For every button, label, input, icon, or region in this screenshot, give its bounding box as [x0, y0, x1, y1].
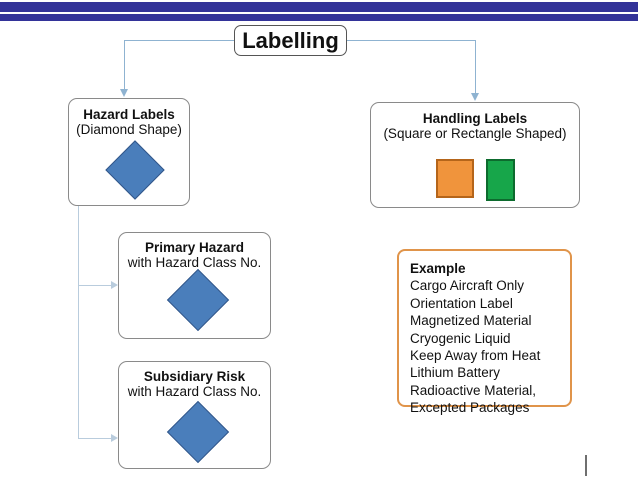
header-accent-bar-bottom	[0, 14, 638, 21]
arrowhead-to-handling-labels	[471, 93, 479, 101]
diagram-title-text: Labelling	[242, 27, 339, 53]
handling-label-swatches	[371, 159, 579, 201]
example-item: Radioactive Material,	[410, 382, 537, 398]
blue-diamond-icon	[166, 268, 230, 332]
arrowhead-to-primary-hazard	[111, 281, 118, 289]
blue-diamond-icon	[105, 140, 165, 200]
node-primary-hazard[interactable]: Primary Hazard with Hazard Class No.	[118, 232, 271, 339]
node-handling-labels-subtitle: (Square or Rectangle Shaped)	[383, 126, 567, 142]
arrowhead-to-subsidiary-risk	[111, 434, 118, 442]
example-item: Magnetized Material	[410, 313, 532, 329]
connector-title-to-hazard-vertical	[124, 40, 126, 90]
example-item: Lithium Battery	[410, 365, 501, 381]
connector-title-to-hazard-horizontal	[124, 40, 235, 42]
example-item: Keep Away from Heat	[410, 348, 541, 364]
orange-square-icon	[435, 159, 474, 198]
green-rectangle-icon	[485, 159, 515, 201]
node-handling-labels[interactable]: Handling Labels (Square or Rectangle Sha…	[370, 102, 580, 208]
example-item: Orientation Label	[410, 295, 513, 311]
node-primary-hazard-title: Primary Hazard	[144, 240, 245, 255]
connector-hazard-spine-vertical	[78, 206, 80, 439]
node-hazard-labels-title: Hazard Labels	[83, 107, 175, 122]
example-callout-box[interactable]: Example Cargo Aircraft Only Orientation …	[397, 249, 572, 415]
connector-title-to-handling-horizontal	[347, 40, 476, 42]
example-item: Cryogenic Liquid	[410, 330, 511, 346]
node-primary-hazard-subtitle: with Hazard Class No.	[127, 255, 262, 271]
arrowhead-to-hazard-labels	[120, 89, 128, 97]
example-heading: Example	[410, 261, 466, 276]
node-subsidiary-risk-subtitle: with Hazard Class No.	[127, 384, 262, 400]
node-hazard-labels-subtitle: (Diamond Shape)	[76, 122, 182, 138]
connector-title-to-handling-vertical	[475, 40, 477, 94]
blue-diamond-icon	[166, 400, 230, 464]
node-subsidiary-risk-title: Subsidiary Risk	[143, 369, 246, 384]
connector-spine-to-primary-horizontal	[78, 285, 112, 287]
text-cursor-tick	[585, 455, 587, 476]
example-item: Cargo Aircraft Only	[410, 278, 525, 294]
example-item: Excepted Packages	[410, 400, 530, 416]
node-hazard-labels[interactable]: Hazard Labels (Diamond Shape)	[68, 98, 190, 206]
connector-spine-to-subsidiary-horizontal	[78, 438, 112, 440]
node-subsidiary-risk[interactable]: Subsidiary Risk with Hazard Class No.	[118, 361, 271, 469]
node-handling-labels-title: Handling Labels	[422, 111, 528, 126]
header-accent-bar-top	[0, 2, 638, 12]
diagram-title-box[interactable]: Labelling	[234, 25, 347, 56]
